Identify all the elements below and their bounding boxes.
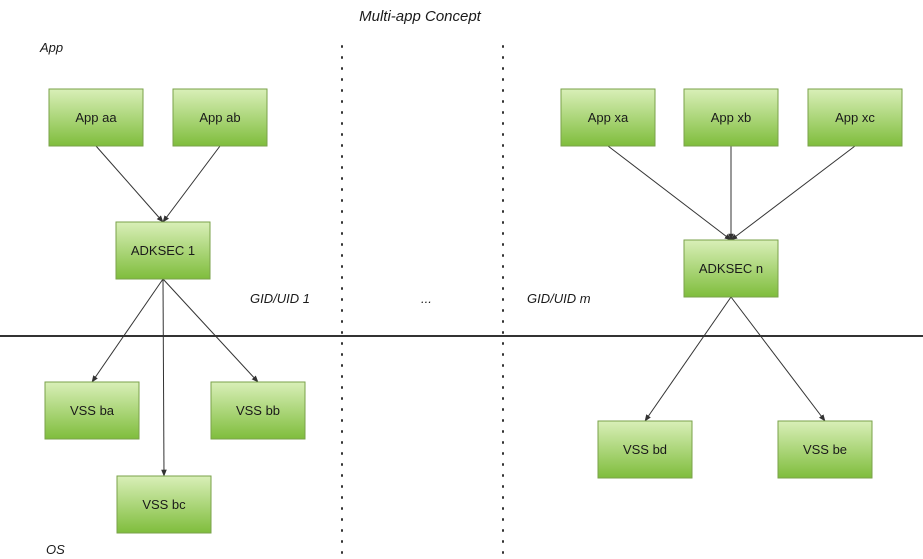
node-vss-be: VSS be <box>777 420 873 479</box>
node-label: VSS bc <box>142 497 186 512</box>
node-label: VSS bb <box>236 403 280 418</box>
node-vss-bd: VSS bd <box>597 420 693 479</box>
node-label: ADKSEC n <box>699 261 763 276</box>
node-label: App xa <box>588 110 629 125</box>
node-vss-bc: VSS bc <box>116 475 212 534</box>
node-label: ADKSEC 1 <box>131 243 195 258</box>
layer-label-os: OS <box>46 542 65 557</box>
group-label-right: GID/UID m <box>527 291 591 306</box>
edge-app-aa-to-adksec-1 <box>95 145 164 223</box>
edge-adksec-1-to-vss-bc <box>161 278 167 477</box>
edge-app-ab-to-adksec-1 <box>162 145 221 223</box>
node-label: VSS be <box>803 442 847 457</box>
node-app-ab: App ab <box>172 88 268 147</box>
node-label: App xb <box>711 110 751 125</box>
edge-adksec-1-to-vss-bb <box>162 278 259 383</box>
node-adksec-1: ADKSEC 1 <box>115 221 211 280</box>
layer-label-app: App <box>39 40 63 55</box>
node-app-aa: App aa <box>48 88 144 147</box>
node-vss-bb: VSS bb <box>210 381 306 440</box>
node-app-xc: App xc <box>807 88 903 147</box>
node-label: App ab <box>199 110 240 125</box>
node-label: App aa <box>75 110 117 125</box>
node-app-xa: App xa <box>560 88 656 147</box>
node-label: App xc <box>835 110 875 125</box>
node-adksec-n: ADKSEC n <box>683 239 779 298</box>
edges <box>91 145 856 477</box>
group-label-left: GID/UID 1 <box>250 291 310 306</box>
node-vss-ba: VSS ba <box>44 381 140 440</box>
edge-adksec-1-to-vss-ba <box>91 278 164 383</box>
edge-adksec-n-to-vss-be <box>730 296 826 422</box>
node-app-xb: App xb <box>683 88 779 147</box>
edge-app-xc-to-adksec-n <box>730 145 856 241</box>
edge-adksec-n-to-vss-bd <box>644 296 732 422</box>
node-label: VSS bd <box>623 442 667 457</box>
diagram-title: Multi-app Concept <box>359 8 482 25</box>
node-label: VSS ba <box>70 403 115 418</box>
edge-app-xa-to-adksec-n <box>607 145 732 241</box>
group-label-middle: ... <box>421 291 432 306</box>
